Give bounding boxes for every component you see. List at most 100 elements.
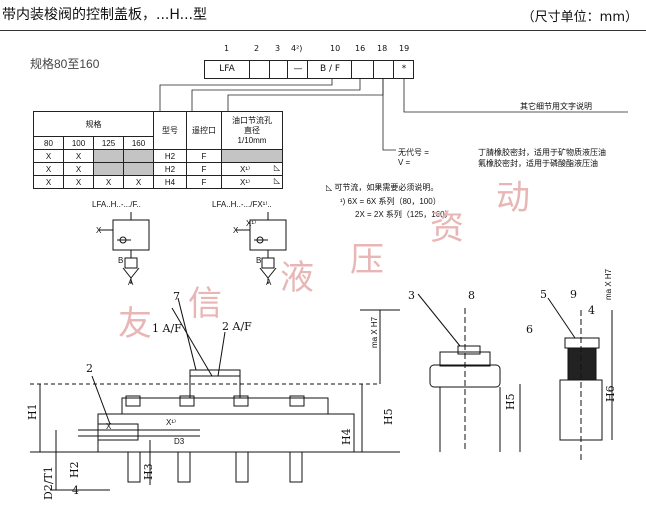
selection-table: 规格 型号 遥控口 油口节流孔 直径 1/10mm 80 100 125 160…: [33, 111, 283, 189]
label-d3: D3: [174, 437, 185, 446]
label-port-2: 2 A/F: [222, 320, 252, 333]
dim-h6: H6: [604, 385, 617, 402]
cell: X: [93, 175, 124, 189]
dim-h4: H4: [340, 428, 353, 445]
cell: X¹⁾ ◺: [221, 175, 283, 189]
th-orifice-label: 油口节流孔: [232, 115, 272, 125]
cell: H4: [153, 175, 187, 189]
code-pos-4: 4²): [291, 44, 303, 53]
cell-hatched: [123, 162, 154, 176]
th-size-160: 160: [123, 136, 154, 150]
code-seg-lfa: LFA: [219, 64, 235, 74]
th-size-80: 80: [33, 136, 64, 150]
footnote-adjustable: ◺ 可节流，如果需要必须说明。: [326, 182, 438, 193]
watermark-char: 动: [496, 178, 530, 218]
code-pos-18: 18: [377, 44, 388, 53]
table-row: X X X X H4 F X¹⁾◺: [33, 175, 283, 189]
cell: X: [33, 149, 64, 163]
code-seg-19: *: [393, 61, 414, 78]
table-row: X X H2 F: [33, 149, 283, 163]
code-pos-2: 2: [254, 44, 260, 53]
cell-hatched: [221, 149, 283, 163]
code-seg-3: [269, 61, 288, 78]
cell: X: [63, 162, 94, 176]
symbol-label-left: LFA..H..-.../F..: [92, 200, 141, 209]
dim-h5-right: H5: [504, 393, 517, 410]
cover-plate-drawing: [30, 293, 613, 491]
code-pos-1: 1: [224, 44, 230, 53]
shuttle-valve-symbol-left: [99, 212, 150, 284]
th-model: 型号: [153, 111, 187, 150]
label-5: 5: [540, 288, 547, 301]
th-size-100: 100: [63, 136, 94, 150]
port-b-left: B: [118, 256, 124, 265]
code-pos-10: 10: [330, 44, 341, 53]
label-x1: X¹⁾: [166, 418, 176, 427]
cell: X: [33, 175, 64, 189]
th-diameter-label: 直径: [244, 125, 260, 135]
code-seg-10: B / F: [307, 61, 352, 78]
cell: F: [186, 162, 222, 176]
footnote-1: ¹) 6X = 6X 系列（80，100）: [340, 197, 441, 206]
label-9: 9: [570, 288, 577, 301]
footnote-2: 2X = 2X 系列（125，160）: [355, 210, 453, 219]
seal-v-label: V =: [398, 158, 411, 167]
cell: F: [186, 149, 222, 163]
header-rule: [0, 30, 646, 31]
port-a-left: A: [128, 278, 134, 287]
th-spec: 规格: [33, 111, 154, 137]
code-pos-19: 19: [399, 44, 410, 53]
cell: H2: [153, 162, 187, 176]
label-x: X: [106, 422, 112, 431]
dim-h3: H3: [142, 463, 155, 480]
label-7: 7: [173, 290, 180, 303]
watermark-char: 友: [118, 304, 152, 344]
cell-hatched: [93, 149, 124, 163]
adjust-triangle-icon: ◺: [326, 183, 335, 192]
watermark-char: 压: [350, 240, 384, 280]
th-orifice-unit: 1/10mm: [237, 135, 267, 145]
code-seg-18: [373, 61, 394, 78]
label-port-1: 1 A/F: [152, 322, 182, 335]
watermark-char: 信: [188, 284, 222, 324]
th-orifice: 油口节流孔 直径 1/10mm: [221, 111, 283, 150]
order-code-box: LFA — B / F *: [204, 60, 414, 79]
port-x-left: X: [96, 226, 102, 235]
seal-none-label: 无代号 =: [398, 148, 429, 157]
dim-h5-left: H5: [382, 408, 395, 425]
label-3: 3: [408, 289, 415, 302]
cell: X: [33, 162, 64, 176]
port-a-right: A: [266, 278, 272, 287]
port-x1-right: X¹⁾: [246, 219, 256, 228]
code-seg-16: [351, 61, 374, 78]
adjust-icon: ◺: [273, 163, 280, 172]
dim-h1: H1: [26, 403, 39, 420]
footnote-adjustable-text: 可节流，如果需要必须说明。: [334, 183, 439, 192]
cell: X: [63, 175, 94, 189]
th-size-125: 125: [93, 136, 124, 150]
cell-orifice: X¹⁾: [240, 164, 250, 174]
page-title: 带内装梭阀的控制盖板，...H...型: [2, 7, 207, 23]
cell: H2: [153, 149, 187, 163]
dim-max-h7-right: ma X H7: [604, 268, 613, 300]
cell-hatched: [93, 162, 124, 176]
label-4-side: 4: [588, 304, 595, 317]
dim-d2-t1: D2/T1: [42, 466, 55, 500]
th-remote: 遥控口: [186, 111, 222, 150]
table-row: X X H2 F X¹⁾ ◺: [33, 162, 283, 176]
cell: X: [123, 175, 154, 189]
port-x-right: X: [233, 226, 239, 235]
seal-v-text: 氟橡胶密封，适用于磷酸酯液压油: [478, 159, 598, 168]
dim-4-bottom: 4: [72, 484, 79, 497]
symbol-label-right: LFA..H..-.../FX¹⁾..: [212, 200, 272, 209]
cell-orifice: X¹⁾: [240, 177, 250, 187]
label-8: 8: [468, 289, 475, 302]
cell: X: [63, 149, 94, 163]
code-seg-4: —: [287, 61, 308, 78]
watermark-char: 资: [430, 208, 464, 248]
adjust-icon: ◺: [273, 176, 280, 185]
label-2: 2: [86, 362, 93, 375]
code-pos-3: 3: [275, 44, 281, 53]
unit-note: （尺寸单位：mm）: [521, 10, 638, 25]
dim-h2: H2: [68, 461, 81, 478]
